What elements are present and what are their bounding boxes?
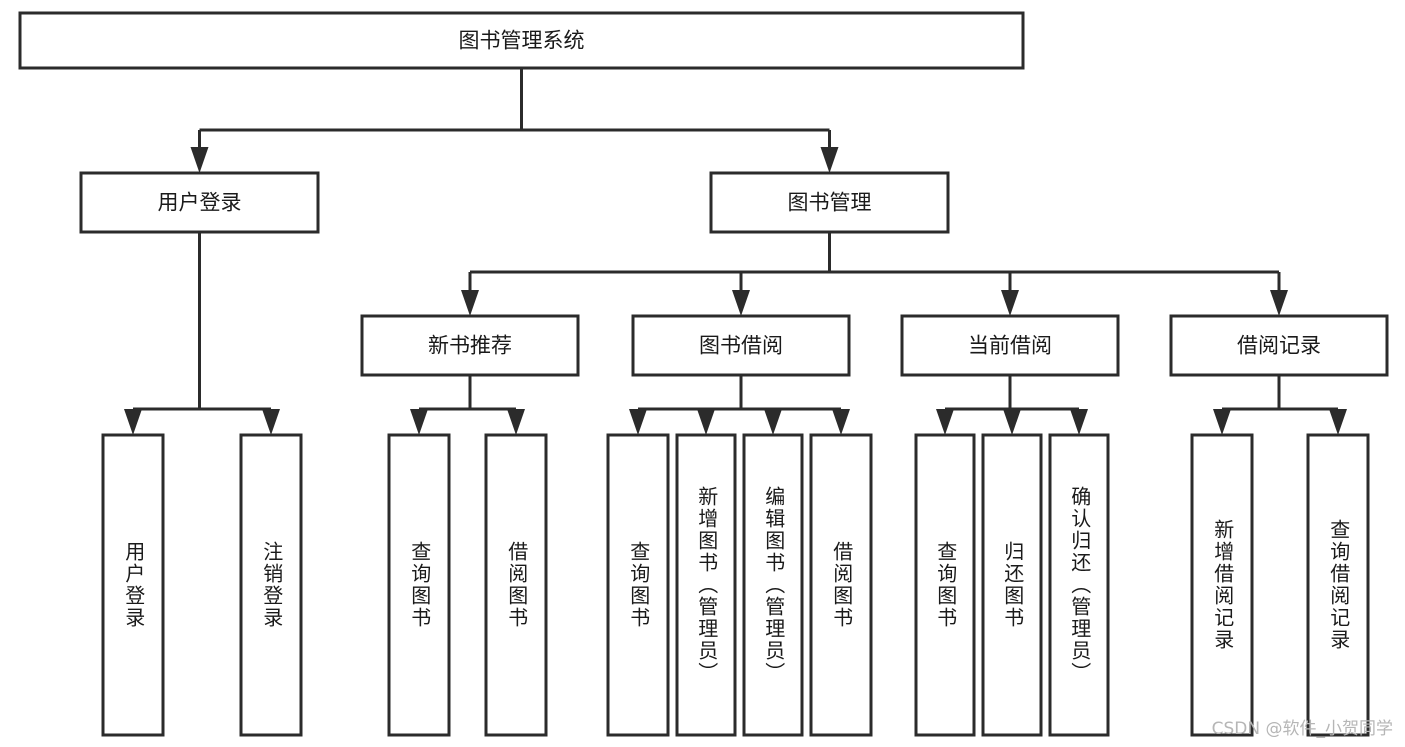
- node-box-root[interactable]: [18, 11, 1025, 70]
- connector-root-arrow-1: [820, 147, 839, 173]
- connector-level3-0-arrow-1: [507, 409, 525, 435]
- connector-user-login-arrow-0: [124, 409, 142, 435]
- node-label-level3-0: 新书推荐: [428, 334, 512, 358]
- node-box-level3-0[interactable]: [360, 314, 580, 377]
- node-box-leaf-4[interactable]: [606, 433, 670, 737]
- connector-level3-2-arrow-0: [936, 409, 954, 435]
- node-label-level3-3: 借阅记录: [1237, 334, 1321, 358]
- connector-book-mgmt-arrow-1: [732, 290, 750, 316]
- connector-level3-0-arrow-0: [410, 409, 428, 435]
- node-box-leaf-12[interactable]: [1306, 433, 1370, 737]
- connector-level3-2-arrow-1: [1003, 409, 1021, 435]
- connector-root-arrow-0: [190, 147, 209, 173]
- connector-level3-3-arrow-1: [1329, 409, 1347, 435]
- connector-user-login-arrow-1: [262, 409, 280, 435]
- node-label-level2-1: 图书管理: [788, 191, 872, 215]
- node-box-leaf-3[interactable]: [484, 433, 548, 737]
- node-box-leaf-11[interactable]: [1190, 433, 1254, 737]
- csdn-watermark: CSDN @软件_小贺同学: [1211, 719, 1393, 739]
- connector-level3-1-arrow-2: [764, 409, 782, 435]
- node-box-level3-1[interactable]: [631, 314, 851, 377]
- node-box-leaf-6[interactable]: [742, 433, 804, 737]
- node-box-leaf-10[interactable]: [1048, 433, 1110, 737]
- connector-level3-2-arrow-2: [1070, 409, 1088, 435]
- connector-level3-1-arrow-1: [697, 409, 715, 435]
- node-label-level3-1: 图书借阅: [699, 334, 783, 358]
- node-box-leaf-7[interactable]: [809, 433, 873, 737]
- connector-book-mgmt-arrow-2: [1001, 290, 1019, 316]
- connector-layer: [124, 68, 1347, 435]
- connector-level3-1-arrow-3: [832, 409, 850, 435]
- node-box-level2-1[interactable]: [709, 171, 950, 234]
- node-label-root: 图书管理系统: [459, 29, 585, 53]
- node-box-level3-3[interactable]: [1169, 314, 1389, 377]
- node-box-leaf-1[interactable]: [239, 433, 303, 737]
- connector-book-mgmt-arrow-3: [1270, 290, 1288, 316]
- connector-level3-1-arrow-0: [629, 409, 647, 435]
- node-box-leaf-8[interactable]: [914, 433, 976, 737]
- connector-book-mgmt-arrow-0: [461, 290, 479, 316]
- node-label-level2-0: 用户登录: [158, 191, 242, 215]
- node-label-level3-2: 当前借阅: [968, 334, 1052, 358]
- node-box-level2-0[interactable]: [79, 171, 320, 234]
- node-box-level3-2[interactable]: [900, 314, 1120, 377]
- node-box-layer: [18, 11, 1389, 737]
- node-box-leaf-9[interactable]: [981, 433, 1043, 737]
- node-box-leaf-2[interactable]: [387, 433, 451, 737]
- node-box-leaf-0[interactable]: [101, 433, 165, 737]
- node-box-leaf-5[interactable]: [675, 433, 737, 737]
- connector-level3-3-arrow-0: [1213, 409, 1231, 435]
